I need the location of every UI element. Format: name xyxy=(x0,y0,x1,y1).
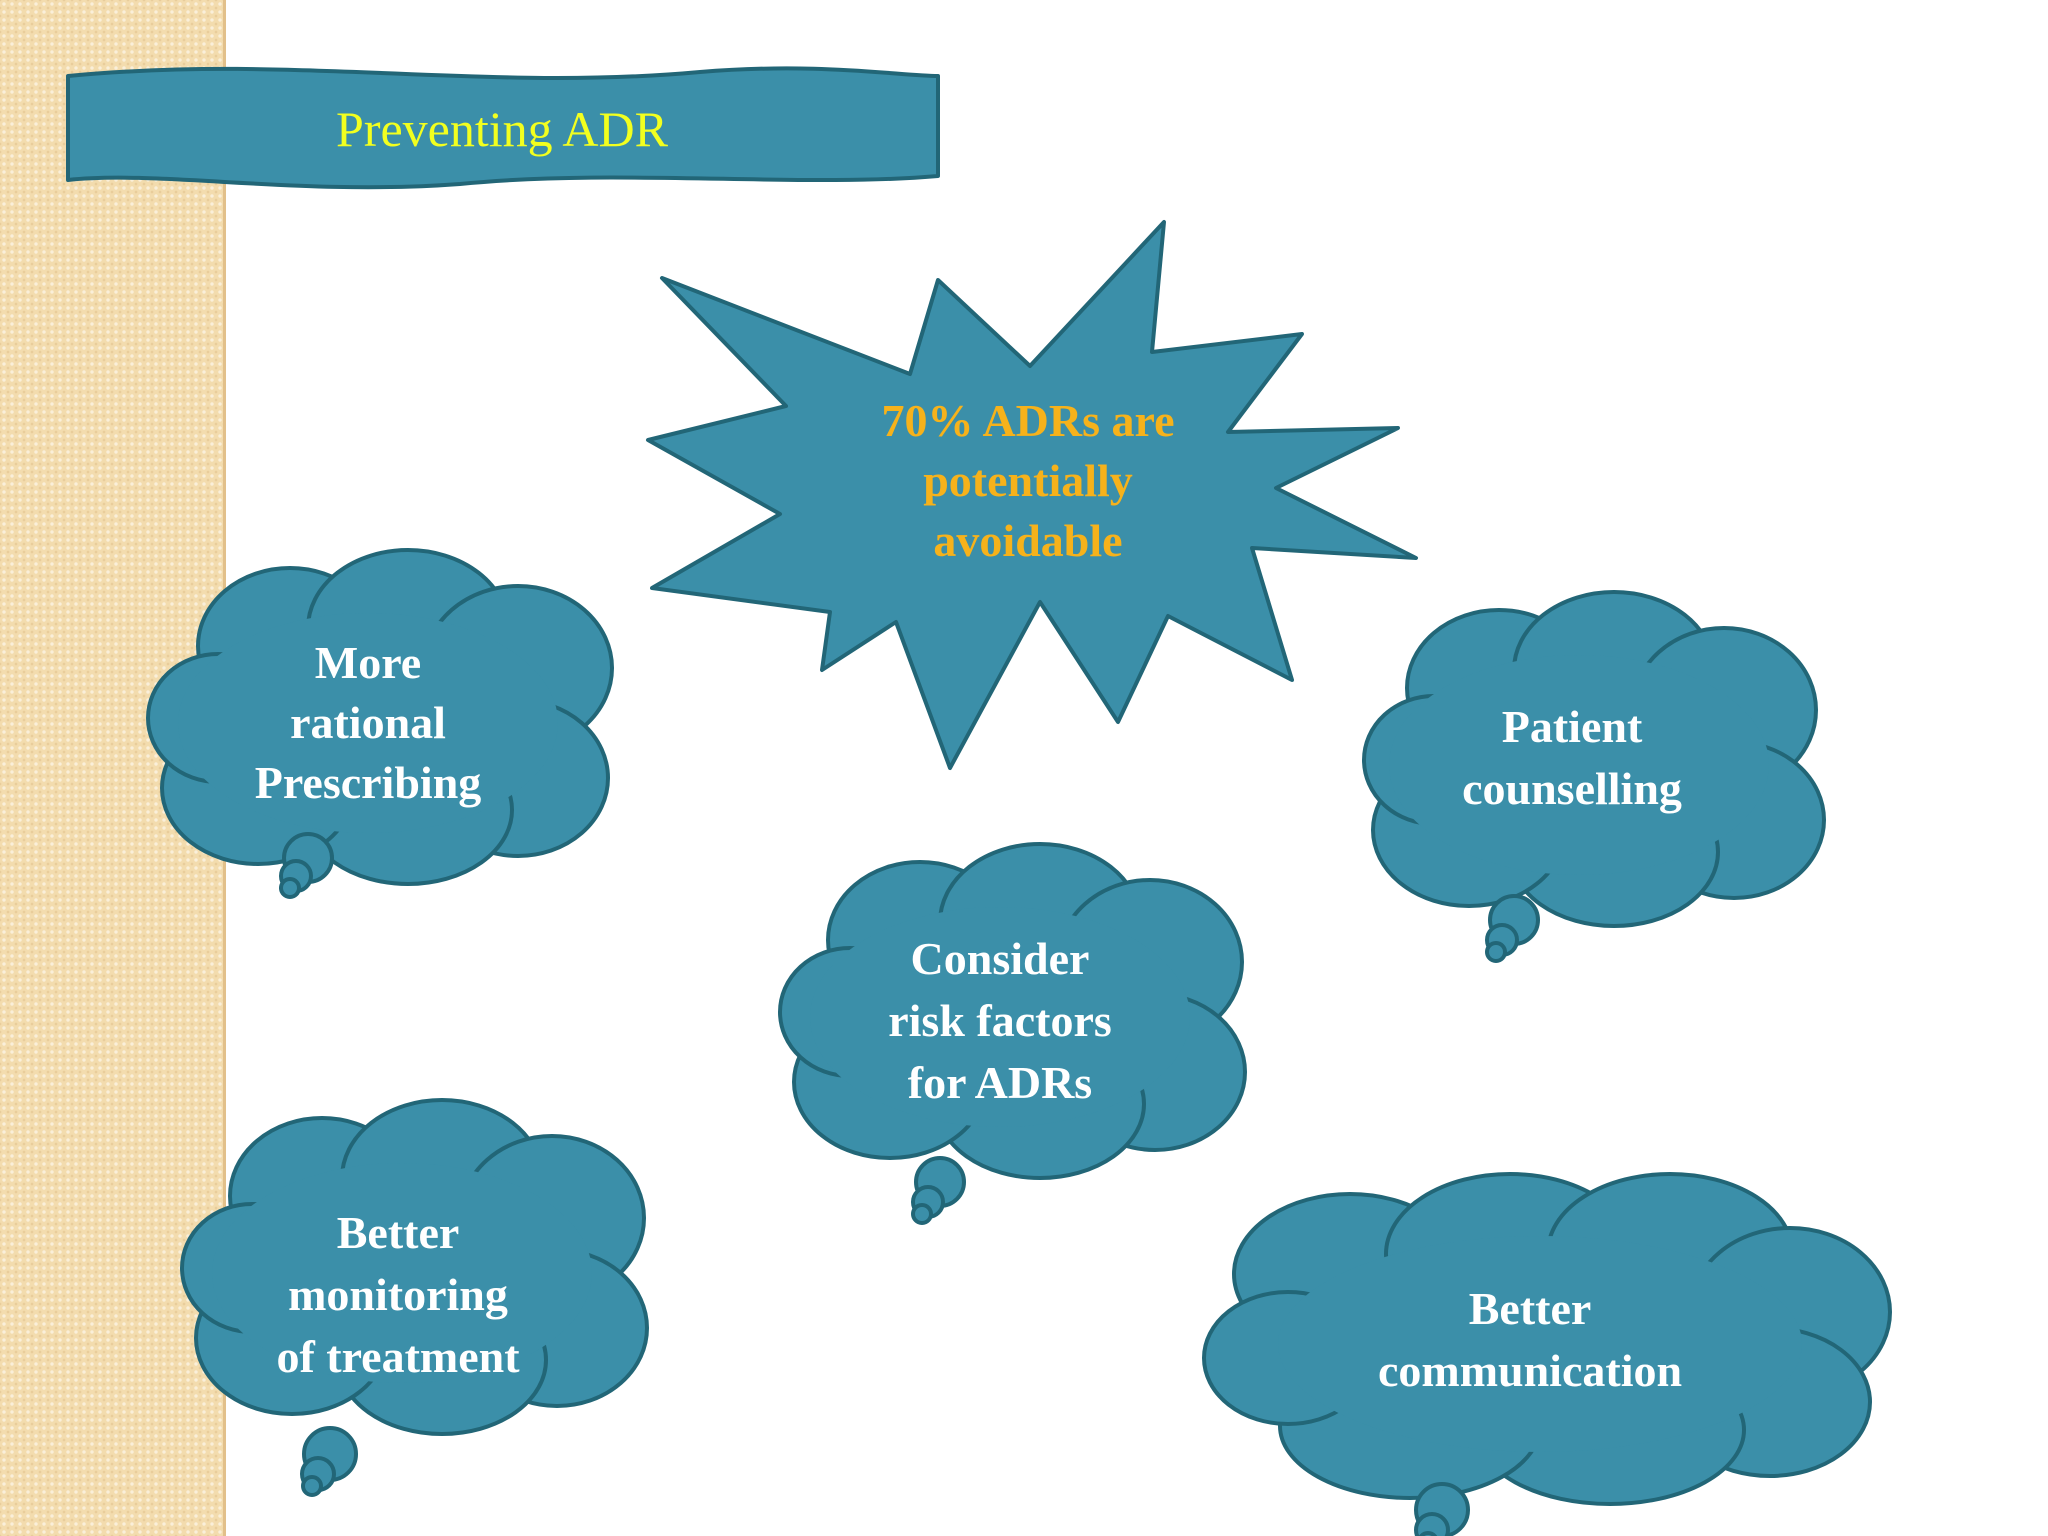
cloud-line-3: Prescribing xyxy=(255,757,482,808)
cloud-line-2: monitoring xyxy=(288,1269,508,1320)
cloud-line-2: risk factors xyxy=(888,995,1112,1046)
cloud-line-1: Better xyxy=(337,1207,460,1258)
cloud-shape xyxy=(146,548,614,886)
thought-bubble-tail xyxy=(279,832,334,899)
thought-bubble-tail xyxy=(300,1426,358,1497)
cloud-line-3: of treatment xyxy=(276,1331,520,1382)
title-banner: Preventing ADR xyxy=(66,66,940,190)
cloud-shape xyxy=(1202,1172,1892,1506)
thought-cloud-patient-counselling: Patient counselling xyxy=(1362,590,1826,963)
cloud-line-1: Patient xyxy=(1502,701,1643,752)
burst-line-2: potentially xyxy=(923,455,1133,506)
cloud-line-1: Better xyxy=(1469,1283,1592,1334)
cloud-line-1: Consider xyxy=(911,933,1090,984)
thought-cloud-communication: Better communication xyxy=(1202,1172,1892,1536)
cloud-shape xyxy=(180,1098,649,1436)
thought-cloud-rational-prescribing: More rational Prescribing xyxy=(146,548,614,899)
cloud-line-2: communication xyxy=(1378,1345,1682,1396)
thought-cloud-risk-factors: Consider risk factors for ADRs xyxy=(778,842,1247,1225)
thought-bubble-tail xyxy=(911,1156,966,1225)
cloud-shape xyxy=(778,842,1247,1180)
cloud-line-2: rational xyxy=(290,697,446,748)
thought-cloud-monitoring: Better monitoring of treatment xyxy=(180,1098,649,1497)
cloud-line-2: counselling xyxy=(1462,763,1682,814)
burst-callout: 70% ADRs are potentially avoidable xyxy=(646,220,1418,770)
slide-title: Preventing ADR xyxy=(336,101,669,157)
thought-bubble-tail xyxy=(1485,894,1540,963)
burst-line-1: 70% ADRs are xyxy=(881,395,1174,446)
title-banner-shape xyxy=(66,66,940,190)
cloud-shape xyxy=(1362,590,1826,928)
cloud-line-3: for ADRs xyxy=(908,1057,1092,1108)
cloud-line-1: More xyxy=(315,637,421,688)
thought-bubble-tail xyxy=(1414,1482,1470,1536)
burst-line-3: avoidable xyxy=(933,515,1122,566)
burst-shape xyxy=(646,220,1418,770)
